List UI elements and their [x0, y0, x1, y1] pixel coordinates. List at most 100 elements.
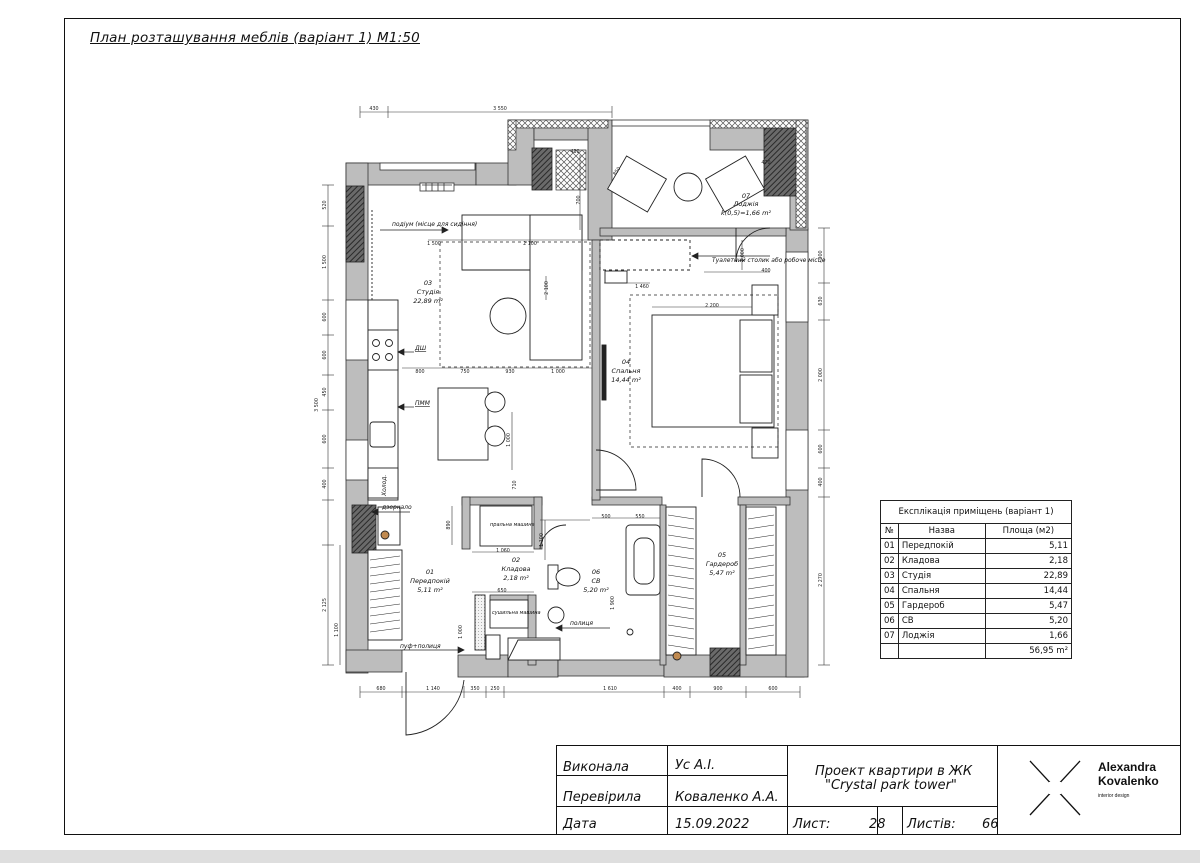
svg-text:550: 550 — [635, 514, 644, 520]
svg-text:3 550: 3 550 — [493, 106, 507, 112]
checked-label: Перевірила — [563, 790, 642, 805]
svg-text:2 200: 2 200 — [705, 303, 719, 309]
sofa-chaise — [529, 214, 583, 361]
svg-text:350: 350 — [470, 686, 479, 692]
washer-label: пральна машина — [490, 522, 535, 528]
svg-text:930: 930 — [505, 369, 514, 375]
svg-text:800: 800 — [415, 369, 424, 375]
mirror-label: дзеркало — [381, 504, 412, 511]
total-area: 56,95 m² — [984, 643, 1073, 659]
svg-text:2 100: 2 100 — [523, 241, 537, 247]
date-value: 15.09.2022 — [675, 817, 750, 832]
drawing-title: План розташування меблів (варіант 1) М1:… — [90, 30, 420, 46]
sheets-label: Листів: — [907, 817, 956, 832]
bath-num: 06 — [592, 568, 600, 576]
brand-name-line1: Alexandra — [1098, 760, 1157, 774]
svg-text:700: 700 — [576, 195, 582, 204]
shelf-label: полиця — [570, 620, 593, 627]
furniture-labels: подіум (місце для сидіння) Туалетний сто… — [381, 221, 826, 650]
svg-text:900: 900 — [818, 250, 824, 259]
windows — [345, 119, 809, 491]
storage-num: 02 — [512, 556, 520, 564]
loggia-chair — [606, 155, 668, 213]
svg-text:1 000: 1 000 — [506, 433, 512, 447]
svg-text:600: 600 — [818, 444, 824, 453]
desk — [599, 239, 691, 271]
hall-area: 5,11 m² — [417, 586, 443, 594]
wardrobe-name: Гардероб — [706, 560, 738, 568]
svg-text:400: 400 — [818, 477, 824, 486]
svg-text:600: 600 — [322, 350, 328, 359]
svg-text:250: 250 — [490, 686, 499, 692]
dimension-lines — [322, 106, 830, 698]
svg-text:630: 630 — [818, 296, 824, 305]
svg-text:400: 400 — [322, 479, 328, 488]
bedroom-num: 04 — [622, 358, 630, 366]
svg-text:1 900: 1 900 — [610, 596, 616, 610]
room-explication-table: Експлікація приміщень (варіант 1) № Назв… — [880, 500, 1073, 659]
svg-text:3 500: 3 500 — [314, 398, 320, 412]
explication-caption: Експлікація приміщень (варіант 1) — [880, 500, 1072, 524]
sheets-value: 66 — [982, 817, 999, 832]
dryer — [489, 599, 529, 629]
fridge — [367, 467, 399, 499]
svg-text:470: 470 — [761, 160, 770, 166]
dressing-table-label: Туалетний столик або робоче місце — [712, 257, 826, 264]
sheet-value: 28 — [869, 817, 886, 832]
brand-logo-icon — [1029, 760, 1081, 816]
loggia-name: Лоджія — [733, 200, 759, 208]
col-header-area: Площа (м2) — [984, 523, 1073, 539]
round-table — [489, 297, 527, 335]
loggia-parapet — [507, 119, 809, 229]
svg-text:400: 400 — [672, 686, 681, 692]
svg-text:1 000: 1 000 — [551, 369, 565, 375]
tv — [601, 344, 607, 401]
storage-name: Кладова — [501, 565, 530, 573]
drawing-frame — [64, 18, 1181, 835]
svg-text:1 000: 1 000 — [740, 248, 746, 262]
svg-text:900: 900 — [713, 686, 722, 692]
dishwasher-label: ПММ — [415, 400, 431, 407]
project-line1: Проект квартири в ЖК — [815, 764, 973, 779]
wardrobe-area: 5,47 m² — [709, 569, 735, 577]
basin — [547, 606, 565, 624]
svg-text:1 500: 1 500 — [427, 241, 441, 247]
svg-text:1 610: 1 610 — [603, 686, 617, 692]
loggia-num: 07 — [742, 192, 751, 200]
washing-machine — [479, 505, 533, 547]
wardrobe-right — [745, 506, 777, 656]
svg-text:1 460: 1 460 — [635, 284, 649, 290]
bath-area: 5,20 m² — [583, 586, 609, 594]
svg-text:850: 850 — [612, 166, 622, 177]
sink — [369, 421, 396, 448]
executed-value: Ус А.І. — [675, 758, 716, 773]
storage-area: 2,18 m² — [503, 574, 529, 582]
table-total-row: 56,95 m² — [880, 643, 1073, 659]
doors — [371, 210, 771, 736]
svg-text:650: 650 — [497, 588, 506, 594]
loggia-chair — [704, 155, 766, 213]
brand-name-line2: Kovalenko — [1098, 774, 1159, 788]
svg-text:430: 430 — [369, 106, 378, 112]
svg-text:1 500: 1 500 — [322, 255, 328, 269]
bath-name: СВ — [592, 577, 602, 585]
hall-num: 01 — [426, 568, 434, 576]
studio-num: 03 — [424, 279, 432, 287]
col-header-name: Назва — [897, 523, 986, 539]
svg-text:520: 520 — [322, 200, 328, 209]
dryer-label: сушильна машина — [492, 610, 541, 616]
svg-text:750: 750 — [460, 369, 469, 375]
date-label: Дата — [563, 817, 597, 832]
svg-text:1 140: 1 140 — [426, 686, 440, 692]
loggia-area: k(0,5)=1,66 m² — [721, 209, 771, 217]
svg-text:450: 450 — [322, 387, 328, 396]
svg-text:600: 600 — [322, 312, 328, 321]
furniture — [367, 155, 779, 661]
brand-subtitle: interior design — [1098, 793, 1130, 799]
svg-text:400: 400 — [761, 268, 770, 274]
